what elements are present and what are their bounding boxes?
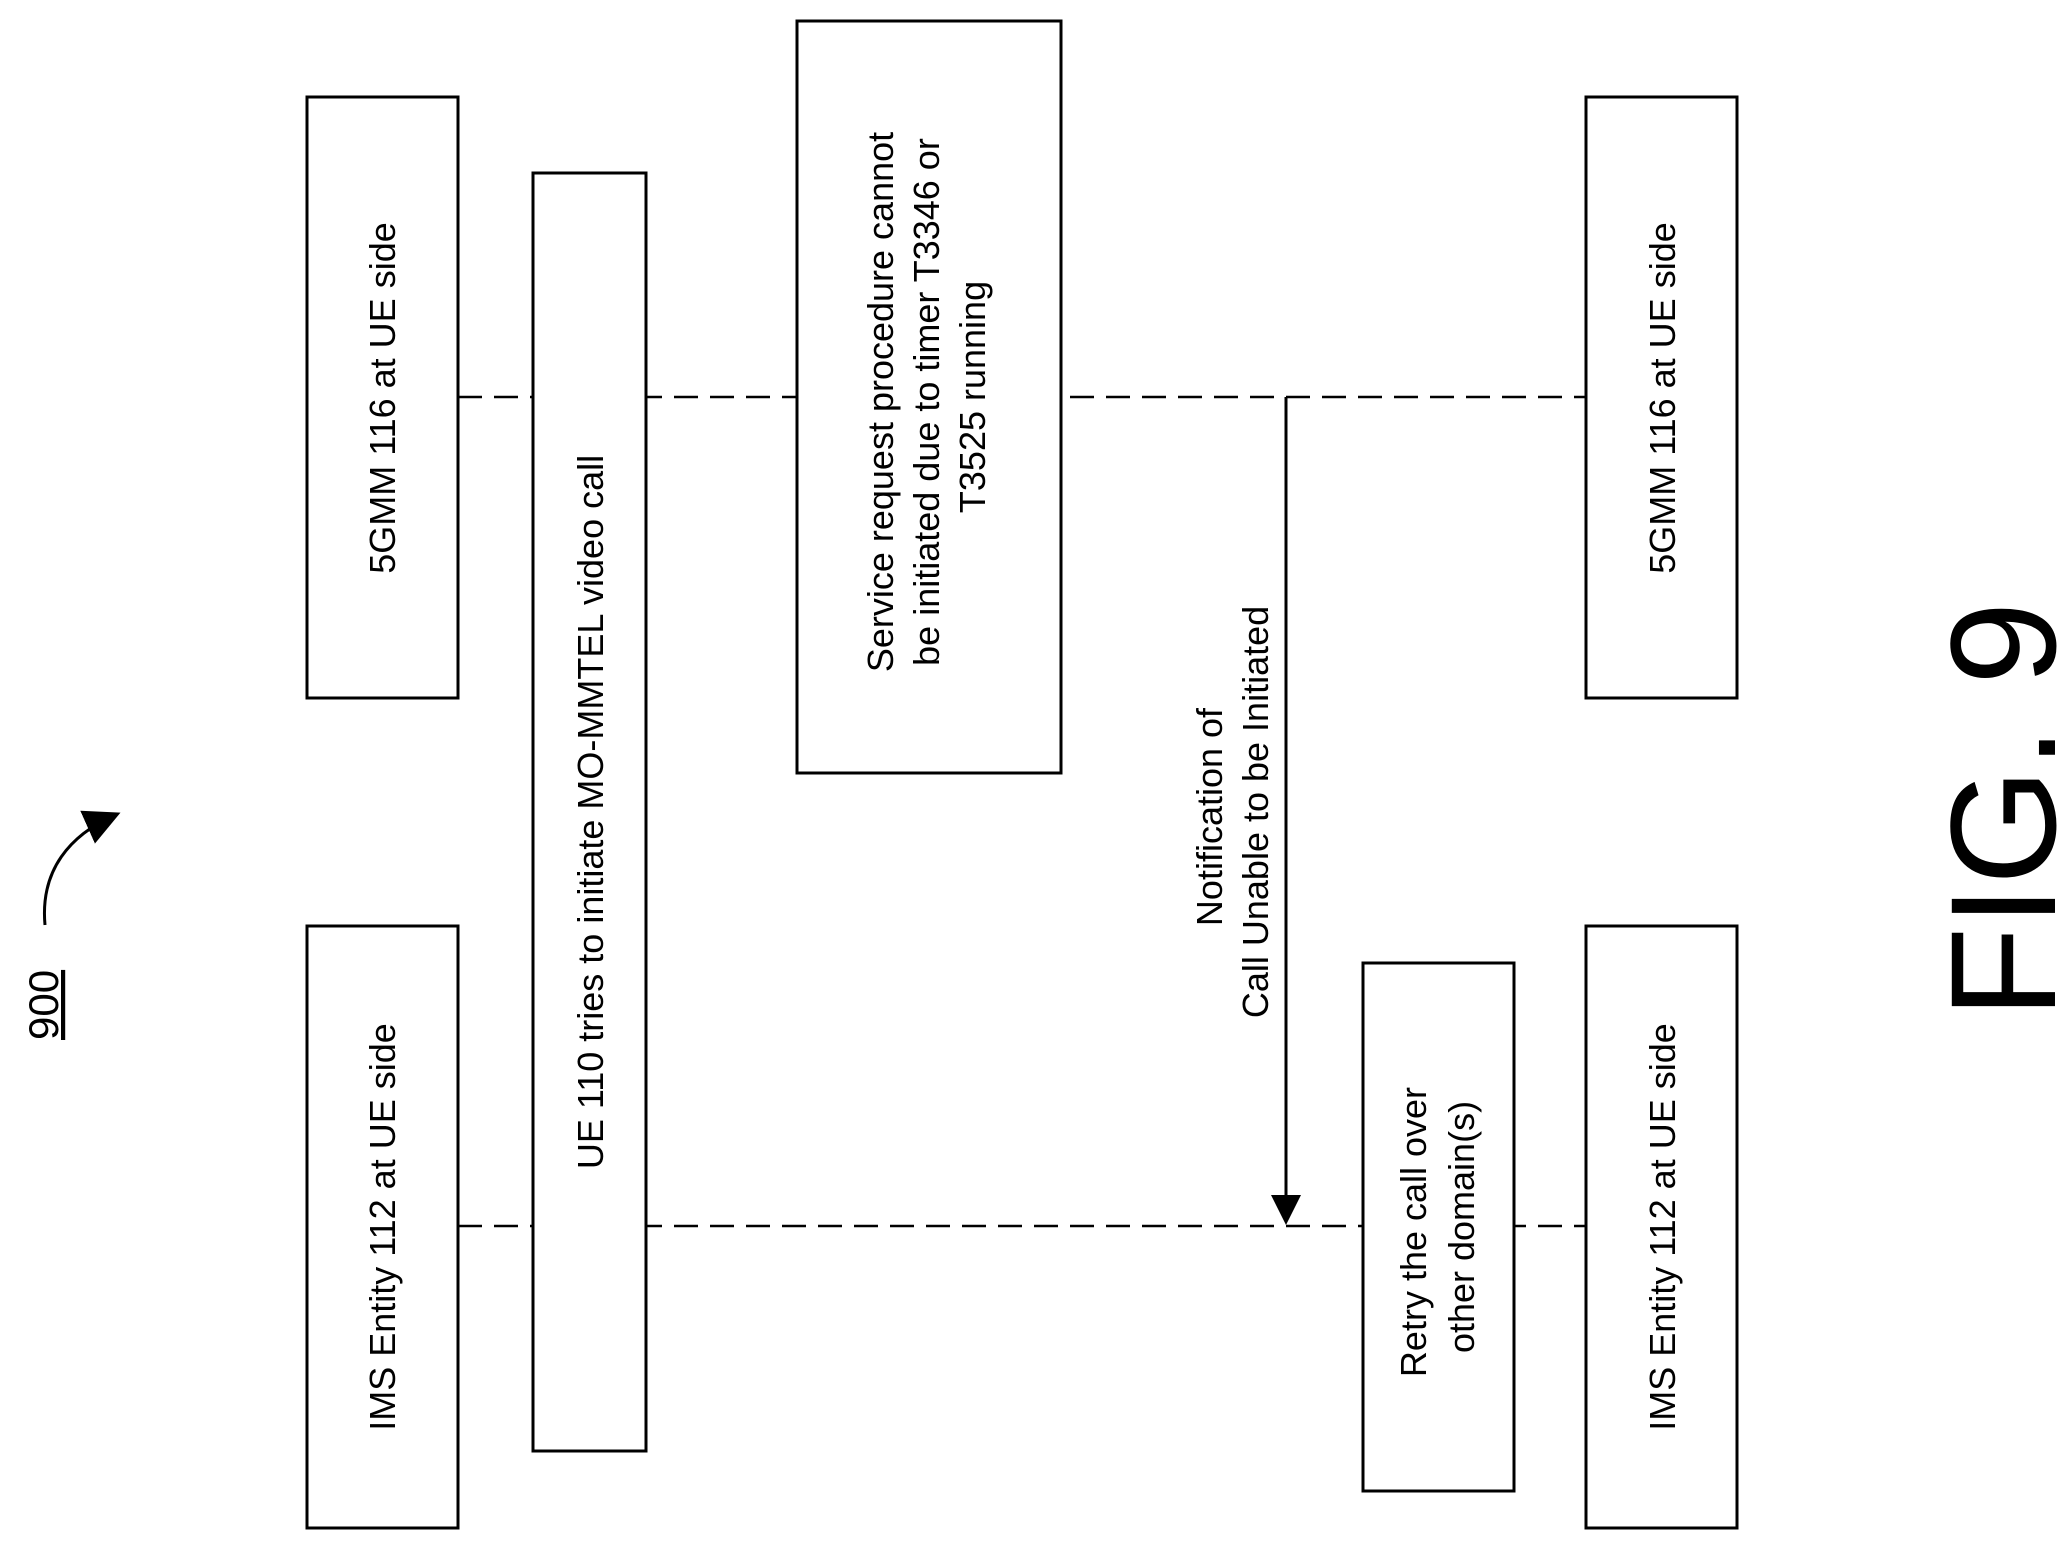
lifeline-label-5gmm-top: 5GMM 116 at UE side [362, 222, 403, 573]
lifeline-box-ims-top: IMS Entity 112 at UE side [307, 926, 458, 1528]
notification-label: Notification of Call Unable to be Initia… [1189, 606, 1276, 1018]
step-ue-initiate-label: UE 110 tries to initiate MO-MMTEL video … [570, 455, 611, 1169]
lifeline-box-5gmm-top: 5GMM 116 at UE side [307, 97, 458, 698]
lifeline-box-5gmm-bottom: 5GMM 116 at UE side [1586, 97, 1737, 698]
figure-ref-number: 900 [20, 970, 67, 1040]
figure-label: FIG. 9 [1919, 602, 2072, 1019]
step-ue-initiate-box: UE 110 tries to initiate MO-MMTEL video … [533, 173, 646, 1451]
lifeline-label-ims-top: IMS Entity 112 at UE side [362, 1023, 403, 1431]
lifeline-label-5gmm-bottom: 5GMM 116 at UE side [1642, 222, 1683, 573]
ref-curve-arrow [44, 815, 115, 925]
step-service-request-box: Service request procedure cannot be init… [797, 21, 1061, 773]
lifeline-label-ims-bottom: IMS Entity 112 at UE side [1642, 1023, 1683, 1431]
step-retry-box: Retry the call over other domain(s) [1363, 963, 1514, 1491]
lifeline-box-ims-bottom: IMS Entity 112 at UE side [1586, 926, 1737, 1528]
